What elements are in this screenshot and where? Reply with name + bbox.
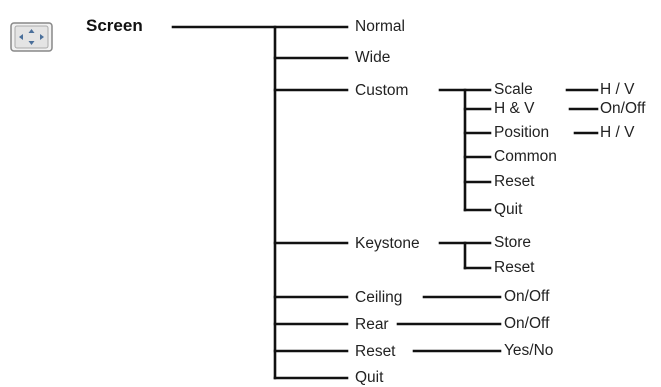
position-value: H / V [600,124,635,141]
menu-item-reset[interactable]: Reset [355,343,396,360]
menu-item-quit[interactable]: Quit [355,369,384,386]
rear-value: On/Off [504,315,550,332]
ceiling-value: On/Off [504,288,550,305]
hv-value: On/Off [600,100,646,117]
screen-adjust-icon [10,22,53,52]
custom-item-scale[interactable]: Scale [494,81,533,98]
keystone-item-store[interactable]: Store [494,234,532,251]
menu-item-ceiling[interactable]: Ceiling [355,289,403,306]
keystone-item-reset[interactable]: Reset [494,259,535,276]
custom-item-common[interactable]: Common [494,148,557,165]
custom-item-hv[interactable]: H & V [494,100,535,117]
menu-item-normal[interactable]: Normal [355,18,405,35]
scale-value: H / V [600,81,635,98]
custom-item-reset[interactable]: Reset [494,173,535,190]
menu-item-keystone[interactable]: Keystone [355,235,420,252]
custom-item-quit[interactable]: Quit [494,201,523,218]
reset-value: Yes/No [504,342,554,359]
menu-item-custom[interactable]: Custom [355,82,409,99]
custom-item-position[interactable]: Position [494,124,550,141]
menu-title: Screen [86,16,143,35]
menu-item-wide[interactable]: Wide [355,49,391,66]
menu-item-rear[interactable]: Rear [355,316,389,333]
